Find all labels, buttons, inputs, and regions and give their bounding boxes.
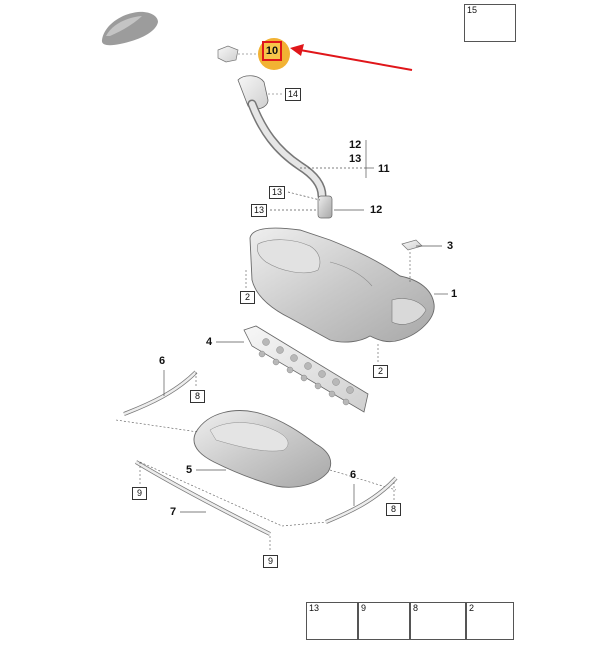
legend-box-15[interactable]: 15 [464,4,516,42]
callout-1[interactable]: 1 [451,288,458,300]
callout-13-box-b[interactable]: 13 [251,204,268,217]
callout-12-top[interactable]: 12 [349,139,362,151]
part-3-pad [401,239,442,284]
callout-13-top[interactable]: 13 [349,153,362,165]
legend-box-13[interactable]: 13 [306,602,358,640]
legend-box-8[interactable]: 8 [410,602,466,640]
callout-5[interactable]: 5 [186,464,193,476]
part-6-strap-left [123,370,198,416]
callout-12-lower[interactable]: 12 [370,204,383,216]
callout-9-box-a[interactable]: 9 [132,487,147,500]
part-5-underbody-shield [193,410,332,488]
callout-bracket-11 [270,140,374,211]
legend-box-2[interactable]: 2 [466,602,514,640]
callout-13-box-a[interactable]: 13 [269,186,286,199]
legend-number: 8 [413,603,419,613]
callout-11[interactable]: 11 [378,163,390,175]
part-2-leaders [245,270,379,362]
callout-7[interactable]: 7 [170,506,177,518]
callout-2-box-b[interactable]: 2 [373,365,388,378]
callout-3[interactable]: 3 [447,240,454,252]
legend-number: 9 [361,603,367,613]
callout-4[interactable]: 4 [206,336,213,348]
legend-number: 2 [469,603,475,613]
legend-number: 13 [309,603,320,613]
callout-2-box-a[interactable]: 2 [240,291,255,304]
callout-8-box-b[interactable]: 8 [386,503,401,516]
legend-box-9[interactable]: 9 [358,602,410,640]
callout-6-left[interactable]: 6 [159,355,166,367]
highlight-arrow-icon [290,44,413,71]
part-1-fuel-tank [249,227,448,343]
legend-number: 15 [467,5,478,15]
part-14-filler-neck [237,75,333,219]
callout-10-highlighted[interactable]: 10 [262,41,282,61]
callout-9-box-b[interactable]: 9 [263,555,278,568]
part-10-clip [217,45,262,63]
part-6-strap-right [325,476,398,524]
part-4-heat-shield [216,325,369,413]
part-7-strip [134,460,271,552]
vehicle-silhouette-icon [101,11,158,46]
callout-14-box[interactable]: 14 [285,88,302,101]
callout-6-right[interactable]: 6 [350,469,357,481]
callout-8-box-a[interactable]: 8 [190,390,205,403]
